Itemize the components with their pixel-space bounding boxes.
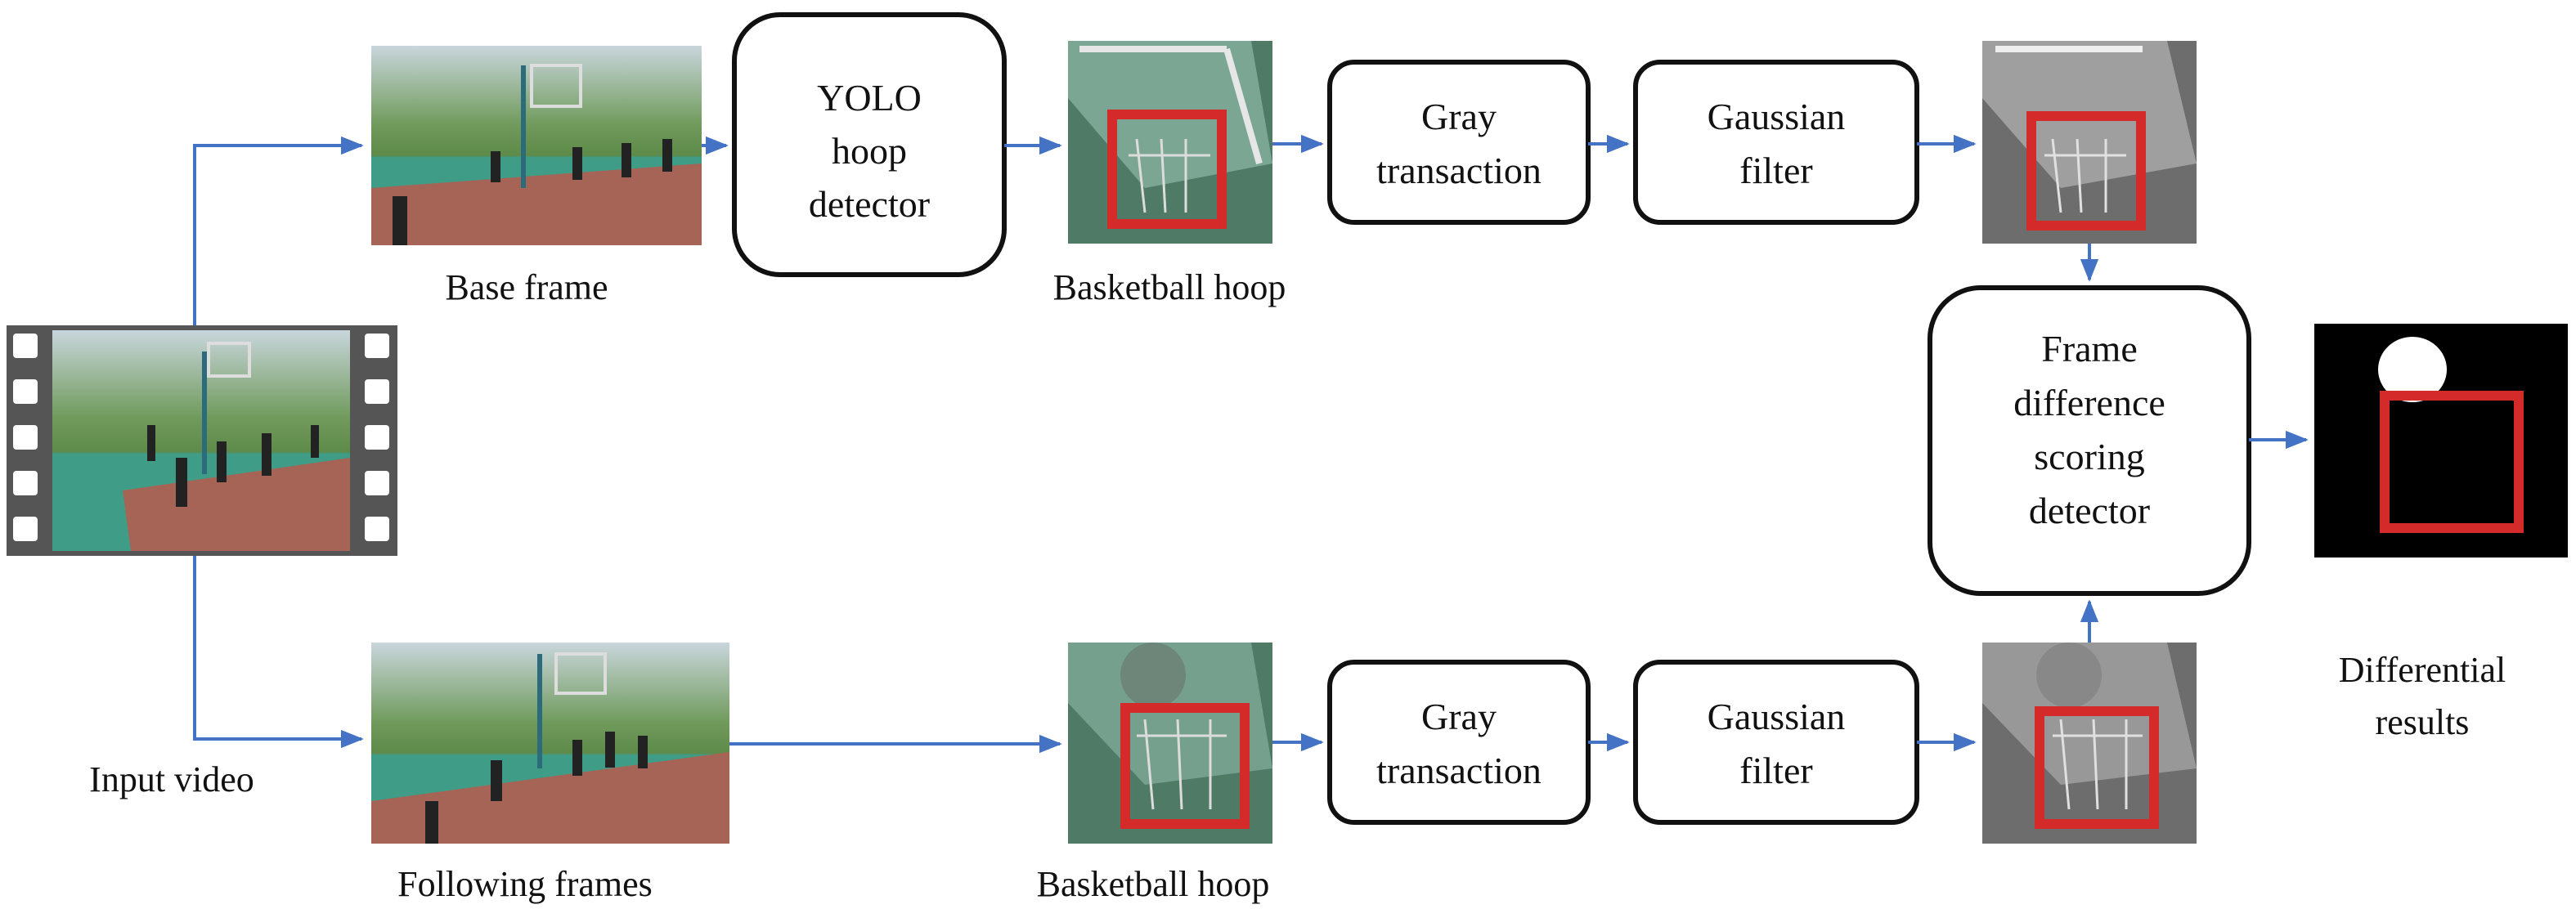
film-sprocket-hole [365,334,389,358]
frame-diff-line-2: difference [2013,382,2165,423]
flow-arrows [193,134,2309,754]
hoop-highlight-box [2026,111,2146,231]
yolo-hoop-detector-text: YOLO hoop detector [809,77,930,225]
ball-blob [2378,337,2447,402]
film-sprocket-hole [365,517,389,541]
gauss-bottom-line-2: filter [1739,750,1812,791]
arrow-video-to-base [193,136,364,325]
backboard [207,342,251,378]
yolo-line-2: hoop [832,130,907,172]
frame-diff-line-4: detector [2029,490,2150,531]
gray-hoop-crop-top [1982,41,2197,244]
gaussian-filter-box-top [1633,60,1919,225]
input-video-film [7,325,397,556]
film-sprocket-hole [13,471,38,495]
hoop-highlight-box [2380,391,2524,533]
film-sprocket-hole [13,379,38,404]
differential-results-line-2: results [2376,702,2470,742]
film-sprocket-hole [13,425,38,450]
hoop-highlight-box [1107,110,1227,229]
film-sprocket-hole [365,425,389,450]
gaussian-filter-box-bottom [1633,660,1919,825]
differential-result-image [2314,324,2568,558]
film-sprocket-holes [13,334,389,541]
gauss-top-line-2: filter [1739,150,1812,191]
frame-diff-line-1: Frame [2041,328,2138,369]
basketball-hoop-label-top: Basketball hoop [1053,267,1286,307]
gray-hoop-crop-bottom [1982,643,2197,844]
hoop-highlight-box [1120,703,1250,829]
base-frame-label: Base frame [445,267,608,307]
gray-top-line-2: transaction [1376,150,1542,191]
hoop-crop-top [1068,41,1272,244]
gray-transaction-box-bottom [1327,660,1591,825]
player-figures [147,425,319,507]
gauss-top-line-1: Gaussian [1708,96,1846,137]
film-sprocket-hole [365,471,389,495]
gray-bottom-line-1: Gray [1421,696,1497,737]
gray-top-line-1: Gray [1421,96,1497,137]
differential-results-line-1: Differential [2339,650,2506,690]
gauss-bottom-line-1: Gaussian [1708,696,1846,737]
yolo-line-1: YOLO [817,77,922,119]
yolo-line-3: detector [809,183,930,225]
basketball-hoop-label-bottom: Basketball hoop [1037,864,1270,904]
film-sprocket-hole [13,517,38,541]
frame-diff-line-3: scoring [2034,436,2144,477]
film-sprocket-hole [13,334,38,358]
film-sprocket-hole [365,379,389,404]
gray-bottom-line-2: transaction [1376,750,1542,791]
following-frames-image [371,643,729,844]
gray-transaction-box-top [1327,60,1591,225]
frame-difference-text: Frame difference scoring detector [2013,328,2165,531]
hoop-highlight-box [2035,706,2159,829]
following-frames-label: Following frames [397,864,653,904]
arrow-video-to-following [193,556,364,749]
hoop-crop-bottom [1068,643,1272,844]
court-red-area [123,458,350,551]
input-video-label: Input video [89,759,254,799]
base-frame-image [371,46,702,245]
